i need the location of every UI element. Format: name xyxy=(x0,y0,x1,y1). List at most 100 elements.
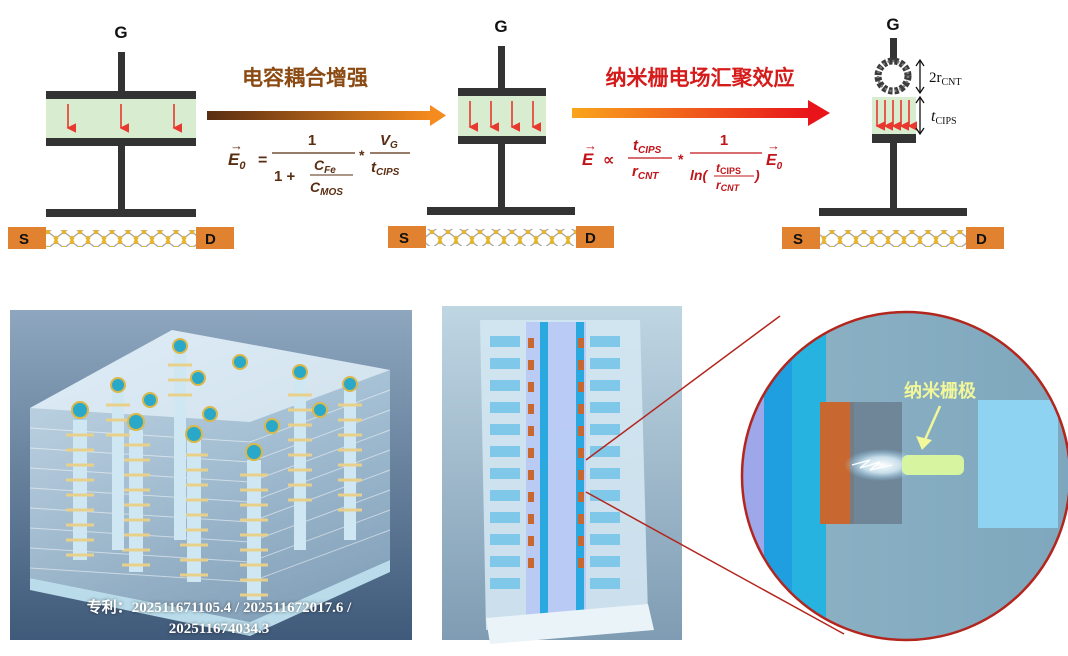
stage1-device: G S D xyxy=(8,23,234,249)
arrow1-title: 电容耦合增强 xyxy=(242,66,368,90)
pillar xyxy=(168,350,192,540)
stage1-bottom-electrode xyxy=(46,138,196,146)
pillar-array xyxy=(66,350,362,600)
svg-text:1: 1 xyxy=(308,132,316,149)
stage2-gate-label: G xyxy=(494,17,507,36)
stage1-source-contact xyxy=(8,227,46,249)
svg-text:CFe: CFe xyxy=(314,157,336,176)
stage3-drain-label: D xyxy=(976,231,987,248)
arrow1-head xyxy=(430,105,446,126)
tower-contacts xyxy=(528,338,584,568)
patent-line-1: 专利：202511671105.4 / 202511672017.6 / xyxy=(86,600,352,616)
tower-channel-edge xyxy=(540,322,548,618)
svg-text:CMOS: CMOS xyxy=(310,179,343,198)
pillar xyxy=(288,380,312,550)
arrow2-title: 纳米栅电场汇聚效应 xyxy=(606,66,795,90)
svg-text:tCIPS: tCIPS xyxy=(633,137,662,156)
arrow2-group: 纳米栅电场汇聚效应 E → ∝ tCIPS rCNT * 1 ln( tCIPS… xyxy=(572,66,830,193)
nanogate-callout-label: 纳米栅极 xyxy=(904,380,977,402)
svg-text:→: → xyxy=(584,138,597,153)
nanogate-callout-arrow xyxy=(922,405,942,443)
tower-base xyxy=(486,604,654,644)
stage3-gate-label: G xyxy=(886,15,899,34)
zoom-circle-content xyxy=(742,312,1068,640)
cnt-ring xyxy=(874,57,912,95)
svg-text:E0: E0 xyxy=(766,152,783,172)
stage2-gate-stem-lower xyxy=(498,144,505,208)
stage3-source-label: S xyxy=(793,231,803,248)
zoom-field-glow xyxy=(844,449,920,481)
svg-text:=: = xyxy=(258,152,267,169)
stage2-mos2-channel xyxy=(426,229,576,246)
stage3-source-contact xyxy=(782,227,820,249)
pillar xyxy=(180,440,208,582)
svg-text:→: → xyxy=(230,138,243,153)
stage2-drain-contact xyxy=(576,226,614,248)
svg-text:∝: ∝ xyxy=(603,152,614,169)
stack-base xyxy=(30,560,390,636)
arrow1-formula: E0 → = 1 1 + CFe CMOS * VG tCIPS xyxy=(228,132,410,198)
stage1-mos2-channel xyxy=(46,230,196,247)
svg-text:*: * xyxy=(678,151,684,167)
stage3-device: G 2rCNT tCIPS S D xyxy=(782,15,1004,249)
svg-text:tCIPS: tCIPS xyxy=(371,159,400,178)
stage1-drain-label: D xyxy=(205,231,216,248)
tower-gate-rows xyxy=(490,336,620,589)
stage1-drain-contact xyxy=(196,227,234,249)
cnt-diameter-label: 2rCNT xyxy=(929,70,962,88)
stage2-drain-label: D xyxy=(585,230,596,247)
arrow2-formula: E → ∝ tCIPS rCNT * 1 ln( tCIPS rCNT ) E0… xyxy=(582,132,783,193)
arrow2-head xyxy=(808,100,830,126)
pillar xyxy=(122,430,150,572)
stage3-mos2-channel xyxy=(820,230,966,247)
3d-array-render xyxy=(10,310,412,640)
zoom-callout-line xyxy=(585,315,781,461)
stage1-gate-label: G xyxy=(114,23,127,42)
svg-text:): ) xyxy=(753,167,760,183)
stage2-device: G S D xyxy=(388,17,614,248)
vertical-device-render: 纳米栅极 xyxy=(442,306,1068,644)
stage1-top-electrode xyxy=(46,91,196,99)
svg-text:rCNT: rCNT xyxy=(632,163,659,182)
pillar xyxy=(66,420,94,560)
zoom-circle-border xyxy=(740,310,1068,642)
svg-text:→: → xyxy=(767,138,780,153)
stage1-gate-plate xyxy=(46,209,196,217)
svg-text:E: E xyxy=(582,150,594,169)
device-schematic: G S D 电容耦合增强 E0 → = 1 1 + CFe CMOS * xyxy=(8,15,1004,249)
pillar xyxy=(106,390,130,550)
pillar xyxy=(240,460,268,600)
stage2-source-contact xyxy=(388,226,426,248)
stage3-gate-stem-lower xyxy=(890,143,897,209)
stage1-gate-stem xyxy=(118,52,125,92)
pillar xyxy=(338,390,362,540)
stage2-bottom-electrode xyxy=(458,136,546,144)
patent-line-2: 202511674034.3 xyxy=(168,621,270,637)
zoom-gate-block xyxy=(978,400,1058,528)
svg-text:VG: VG xyxy=(380,132,398,151)
svg-text:rCNT: rCNT xyxy=(716,178,741,193)
svg-text:tCIPS: tCIPS xyxy=(716,161,741,176)
arrow1-shaft xyxy=(207,111,432,120)
zoom-nanogate xyxy=(902,455,964,475)
svg-text:1: 1 xyxy=(720,132,728,149)
arrow1-group: 电容耦合增强 E0 → = 1 1 + CFe CMOS * VG tCIPS xyxy=(207,66,446,198)
arrow2-shaft xyxy=(572,108,810,118)
stage3-bottom-electrode xyxy=(872,134,916,143)
svg-text:*: * xyxy=(359,147,365,163)
stage3-gate-plate xyxy=(819,208,967,216)
stage2-gate-stem xyxy=(498,46,505,88)
stage3-gate-stem xyxy=(890,38,897,62)
svg-text:1 +: 1 + xyxy=(274,168,296,185)
stage2-gate-plate xyxy=(427,207,575,215)
stage2-top-electrode xyxy=(458,88,546,96)
stage1-source-label: S xyxy=(19,231,29,248)
stage1-gate-stem-lower xyxy=(118,146,125,210)
cips-thickness-label: tCIPS xyxy=(931,108,957,127)
stage2-source-label: S xyxy=(399,230,409,247)
zoom-callout-line xyxy=(585,491,845,635)
pillar-caps xyxy=(71,338,358,461)
svg-text:ln(: ln( xyxy=(690,167,708,183)
patent-caption: 专利：202511671105.4 / 202511672017.6 / 202… xyxy=(14,598,424,640)
vertical-tower xyxy=(480,320,654,644)
